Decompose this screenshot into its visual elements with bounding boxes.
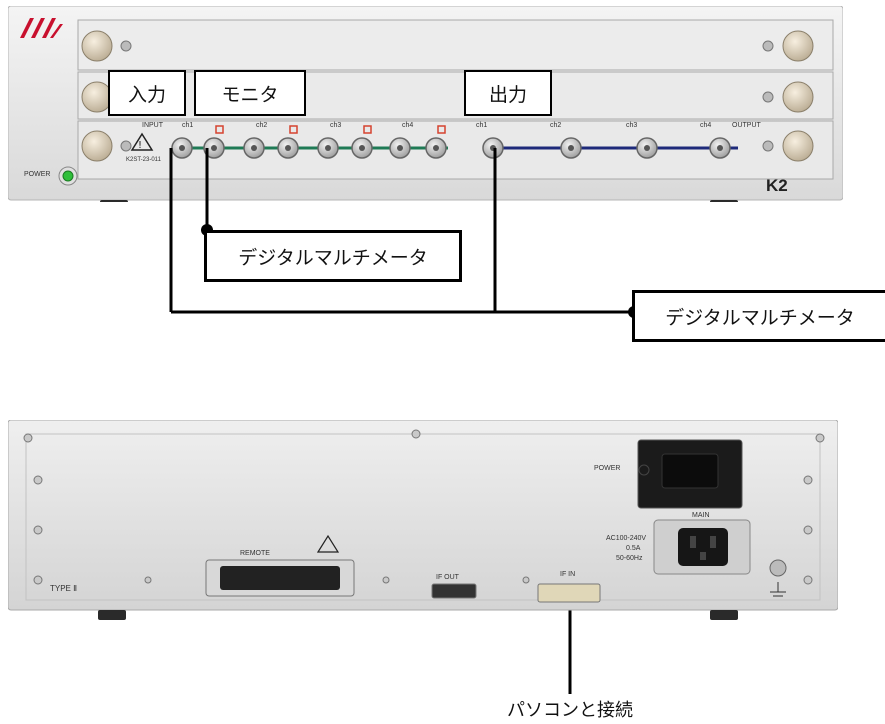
main-label: MAIN [692, 512, 710, 519]
channel-label-in-4: ch4 [402, 122, 414, 129]
knob-icon [782, 130, 814, 162]
if-out-label: IF OUT [436, 574, 459, 581]
knob-icon [81, 30, 113, 62]
output-callout: 出力 [464, 70, 552, 116]
dmm-output-callout: デジタルマルチメータ [632, 290, 885, 342]
monitor-callout: モニタ [194, 70, 306, 116]
knob-icon [782, 81, 814, 113]
dmm-monitor-callout: デジタルマルチメータ [204, 230, 462, 282]
if-in-connector-icon [537, 583, 601, 603]
input-label: INPUT [142, 122, 163, 129]
power-spec-2: 0.5A [626, 545, 641, 552]
if-in-label: IF IN [560, 571, 576, 578]
brand-logo [16, 14, 66, 46]
serial-label: K2ST-23-011 [126, 157, 161, 163]
channel-label-out-4: ch4 [700, 122, 712, 129]
ground-terminal-icon [769, 559, 787, 577]
svg-text:!: ! [138, 140, 142, 151]
knob-icon [81, 130, 113, 162]
if-out-connector-icon [431, 583, 477, 599]
channel-label-out-1: ch1 [476, 122, 488, 129]
warning-icon [316, 534, 340, 553]
pc-connection-label: パソコンと接続 [507, 700, 633, 721]
warning-icon [130, 132, 154, 151]
power-switch-icon [661, 453, 719, 489]
power-spec-1: AC100-240V [606, 535, 647, 542]
remote-label: REMOTE [240, 550, 270, 557]
type-label: TYPE Ⅱ [50, 584, 78, 593]
channel-label-in-1: ch1 [182, 122, 194, 129]
channel-label-in-2: ch2 [256, 122, 268, 129]
front-panel-drawing: ! [7, 5, 844, 210]
channel-label-out-3: ch3 [626, 122, 638, 129]
power-spec-3: 50-60Hz [616, 555, 643, 562]
front-power-label: POWER [24, 171, 51, 178]
output-label: OUTPUT [732, 122, 761, 129]
rear-panel-device [7, 419, 839, 620]
input-callout: 入力 [108, 70, 186, 116]
iiw-logo-icon [20, 18, 63, 38]
power-led-icon [62, 170, 74, 182]
ac-inlet-icon [678, 528, 728, 566]
knob-icon [782, 30, 814, 62]
model-label: K2 [766, 176, 788, 195]
remote-connector-icon [220, 566, 340, 590]
rear-power-label: POWER [594, 465, 621, 472]
front-panel-device: ! [7, 5, 844, 210]
channel-label-out-2: ch2 [550, 122, 562, 129]
channel-label-in-3: ch3 [330, 122, 342, 129]
rear-panel-drawing [7, 419, 839, 620]
